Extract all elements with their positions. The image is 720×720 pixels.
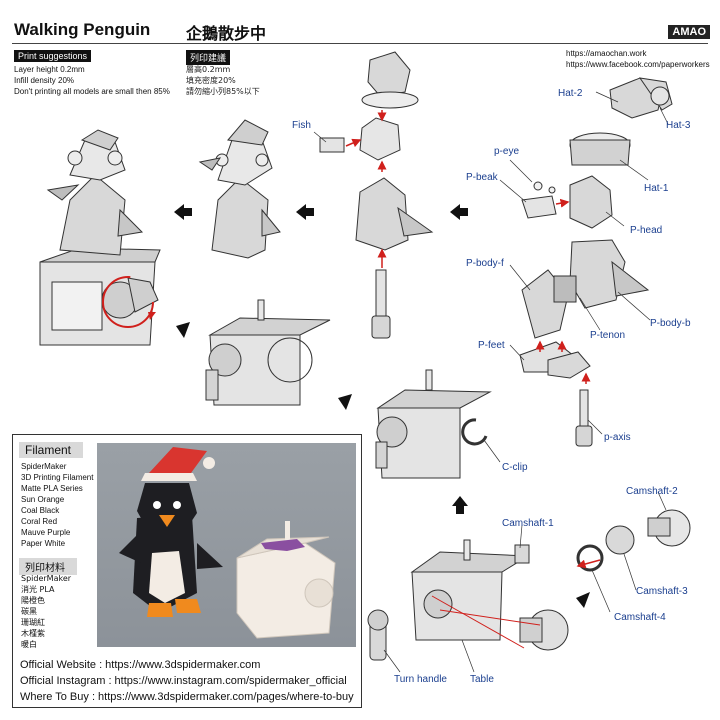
head-parts [521,175,613,229]
label-p-feet: P-feet [478,340,505,351]
label-hat-2: Hat-2 [558,88,583,99]
page-title-zh: 企鵝散步中 [186,24,267,43]
contact-where-to-buy[interactable]: Where To Buy : https://www.3dspidermaker… [20,691,354,703]
print-suggestions-heading: Print suggestions [14,50,92,62]
filament-line: Paper White [21,539,66,548]
leader-lines [313,91,669,673]
label-camshaft-3: Camshaft-3 [636,586,688,597]
base-assembled [205,299,331,406]
contact-instagram[interactable]: Official Instagram : https://www.instagr… [20,675,347,687]
filament-line: Mauve Purple [21,528,71,537]
flow-arrows [174,204,590,608]
material-zh-line: SpiderMaker [21,574,72,583]
penguin-body [319,51,434,339]
label-p-axis: p-axis [604,432,631,443]
label-camshaft-2: Camshaft-2 [626,486,678,497]
material-zh-line: 碳黑 [21,607,37,616]
label-fish: Fish [292,120,311,131]
hat-parts [569,77,673,166]
penguin-photo-illustration [119,447,336,639]
body-parts [519,239,650,447]
print-suggestion-line: Infill density 20% [14,76,75,85]
print-suggestion-line: Layer height 0.2mm [14,65,85,74]
arrow-up-icon [452,496,468,506]
arrow-down-left-icon [338,394,352,410]
label-camshaft-1: Camshaft-1 [502,518,554,529]
author-link-facebook[interactable]: https://www.facebook.com/paperworkers [566,60,710,69]
print-suggestion-line: Don't printing all models are small then… [14,87,170,96]
label-p-body-f: P-body-f [466,258,504,269]
product-photo [97,443,356,647]
author-link-website[interactable]: https://amaochan.work [566,49,647,58]
print-suggestions-zh-list: 層高0.2mm 填充密度20% 請勿縮小列85%以下 [186,64,260,97]
print-suggestions-list: Layer height 0.2mm Infill density 20% Do… [14,64,170,97]
filament-line: Coral Red [21,517,58,526]
page-title: Walking Penguin [14,20,151,39]
label-hat-1: Hat-1 [644,183,669,194]
arrow-down-left-icon [576,592,590,608]
exploded-base [367,509,691,661]
print-suggestion-zh-line: 請勿縮小列85%以下 [186,87,260,96]
label-p-tenon: P-tenon [590,330,626,341]
filament-line: 3D Printing Filament [21,473,94,482]
arrow-left-icon [174,204,184,220]
material-zh-line: 暖白 [21,640,37,649]
label-turn-handle: Turn handle [394,674,447,685]
penguin-assembled [198,119,281,259]
label-table: Table [470,674,494,685]
material-zh-line: 木槿紫 [21,629,45,638]
label-camshaft-4: Camshaft-4 [614,612,666,623]
filament-line: SpiderMaker [21,462,67,471]
filament-list: SpiderMaker 3D Printing Filament Matte P… [21,461,93,549]
label-p-beak: P-beak [466,172,498,183]
label-p-eye: p-eye [494,146,520,157]
contact-website[interactable]: Official Website : https://www.3dspiderm… [20,659,261,671]
final-assembly [39,129,161,346]
label-c-clip: C-clip [502,462,528,473]
contact-info: Official Website : https://www.3dspiderm… [20,657,354,705]
rotation-arrow-icon [102,276,156,328]
print-suggestions-zh-heading: 列印建議 [186,50,231,65]
print-suggestion-zh-line: 層高0.2mm [186,65,231,74]
author-links: https://amaochan.work https://www.facebo… [566,48,710,70]
materials-zh-list: SpiderMaker 消光 PLA 陽橙色 碳黑 珊瑚紅 木槿紫 暖白 [21,573,71,650]
label-hat-3: Hat-3 [666,120,691,131]
header-divider [12,43,708,44]
arrow-left-icon [296,204,306,220]
filament-heading: Filament [19,442,84,458]
filament-line: Matte PLA Series [21,484,83,493]
print-suggestion-zh-line: 填充密度20% [186,76,236,85]
filament-line: Coal Black [21,506,60,515]
arrow-left-icon [450,204,460,220]
filament-info-box: Filament SpiderMaker 3D Printing Filamen… [12,434,362,708]
filament-line: Sun Orange [21,495,65,504]
label-p-body-b: P-body-b [650,318,691,329]
label-p-head: P-head [630,225,663,236]
base-with-clip [375,369,492,479]
material-zh-line: 消光 PLA [21,585,55,594]
material-zh-line: 珊瑚紅 [21,618,45,627]
brand-badge: AMAO [668,25,710,39]
arrow-down-left-icon [176,322,190,338]
material-zh-line: 陽橙色 [21,596,45,605]
materials-zh-heading: 列印材料 [19,558,77,575]
